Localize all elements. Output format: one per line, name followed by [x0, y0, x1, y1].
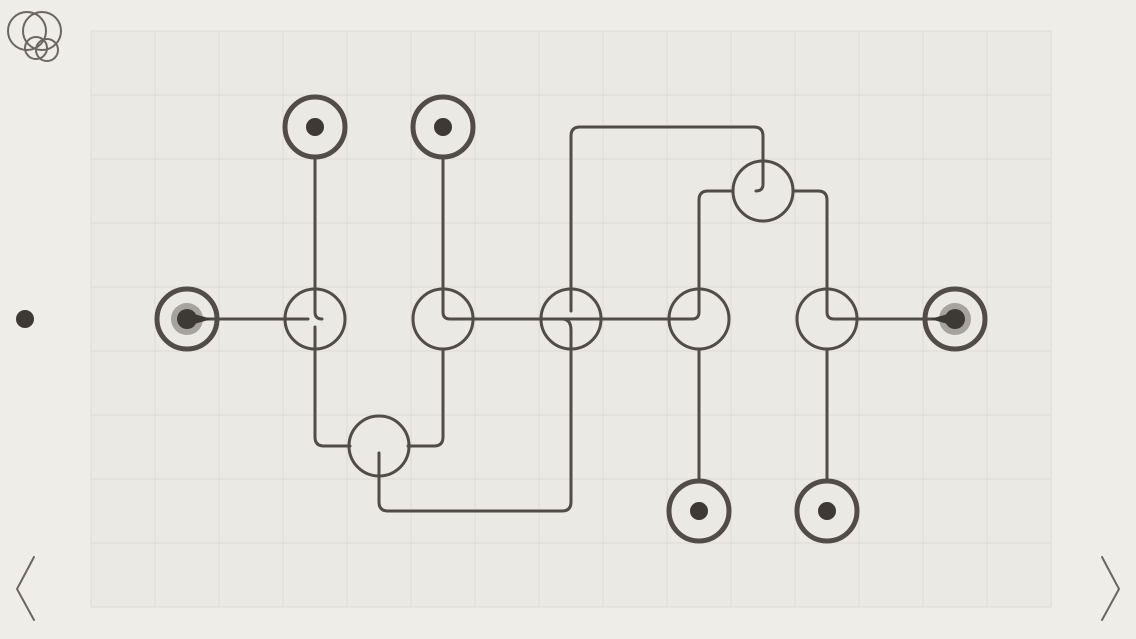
- junction-node[interactable]: [731, 159, 795, 223]
- terminal-left-source[interactable]: [154, 286, 220, 352]
- chevron-right-icon[interactable]: [1101, 556, 1121, 621]
- level-indicator-dot: [16, 310, 34, 328]
- junction-node[interactable]: [347, 414, 411, 478]
- wire-segment: [569, 189, 735, 321]
- wires: [186, 125, 957, 513]
- terminal-top-1[interactable]: [282, 94, 348, 160]
- wire-segment: [441, 157, 573, 321]
- wire-segment: [313, 157, 324, 321]
- wire-segment: [406, 348, 445, 448]
- wire-segment: [313, 325, 352, 448]
- terminal-top-2[interactable]: [410, 94, 476, 160]
- terminal-bottom-1[interactable]: [666, 478, 732, 544]
- wire-segment: [569, 125, 765, 313]
- junction-node[interactable]: [795, 287, 859, 351]
- three-overlapping-circles-icon[interactable]: [7, 11, 62, 62]
- terminals: [154, 94, 988, 544]
- junction-node[interactable]: [411, 287, 475, 351]
- terminal-right-source[interactable]: [922, 286, 988, 352]
- wire-segment: [377, 317, 573, 513]
- junction-node[interactable]: [283, 287, 347, 351]
- terminal-bottom-2[interactable]: [794, 478, 860, 544]
- junction-node[interactable]: [667, 287, 731, 351]
- junction-node[interactable]: [539, 287, 603, 351]
- chevron-left-icon[interactable]: [15, 556, 35, 621]
- wire-segment: [791, 189, 957, 321]
- junctions: [283, 159, 859, 478]
